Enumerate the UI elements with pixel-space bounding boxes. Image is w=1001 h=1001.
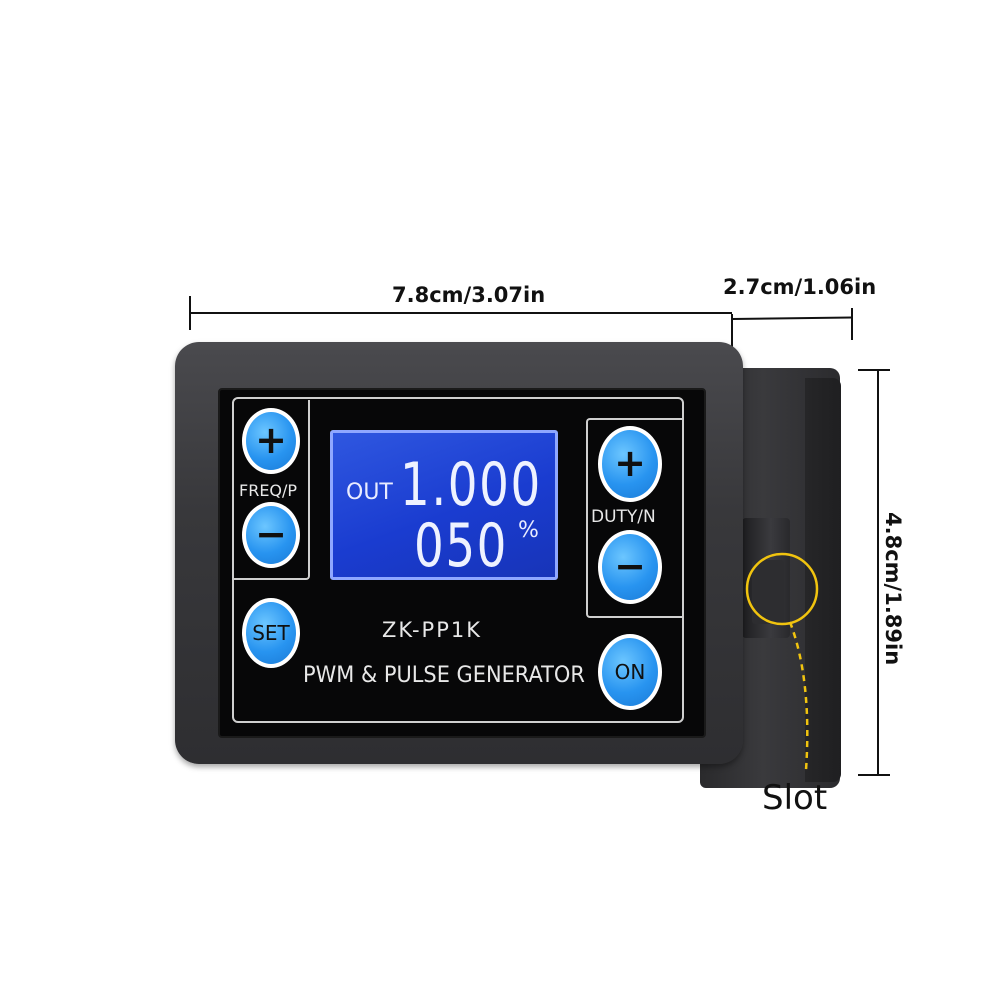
duty-plus-button[interactable]: + <box>598 426 662 502</box>
height-dimension-line <box>877 370 879 774</box>
width-dimension-label: 7.8cm/3.07in <box>392 283 546 307</box>
device-back-edge <box>805 378 841 782</box>
width-dimension-tick-right <box>731 314 733 348</box>
depth-dimension-tick-right <box>851 308 853 340</box>
duty-minus-button[interactable]: − <box>598 530 662 604</box>
lcd-duty-unit: % <box>518 518 539 543</box>
lcd-mode-label: OUT <box>346 480 393 505</box>
on-button[interactable]: ON <box>598 634 662 710</box>
depth-dimension-label: 2.7cm/1.06in <box>723 275 877 299</box>
minus-icon: − <box>255 511 287 556</box>
lcd-frequency-value: 1.000 <box>400 450 542 520</box>
freq-group-label: FREQ/P <box>239 481 298 500</box>
height-dimension-tick-top <box>858 369 890 371</box>
frequency-minus-button[interactable]: − <box>242 502 300 568</box>
right-button-frame <box>586 418 684 618</box>
duty-group-label: DUTY/N <box>591 507 656 527</box>
panel-outer-frame <box>232 397 684 723</box>
on-button-label: ON <box>614 660 646 684</box>
height-dimension-tick-bottom <box>858 774 890 776</box>
plus-icon: + <box>255 417 287 462</box>
set-button[interactable]: SET <box>242 598 300 668</box>
product-name-label: PWM & PULSE GENERATOR <box>303 663 585 688</box>
plus-icon: + <box>614 440 646 485</box>
lcd-display <box>330 430 558 580</box>
width-dimension-tick-left <box>189 296 191 330</box>
minus-icon: − <box>614 543 646 588</box>
set-button-label: SET <box>252 621 290 645</box>
slot-label: Slot <box>762 778 828 818</box>
lcd-duty-value: 050 <box>414 511 509 581</box>
left-button-frame <box>232 400 310 580</box>
width-dimension-line <box>190 312 732 314</box>
model-label: ZK-PP1K <box>382 618 482 642</box>
frequency-plus-button[interactable]: + <box>242 408 300 474</box>
